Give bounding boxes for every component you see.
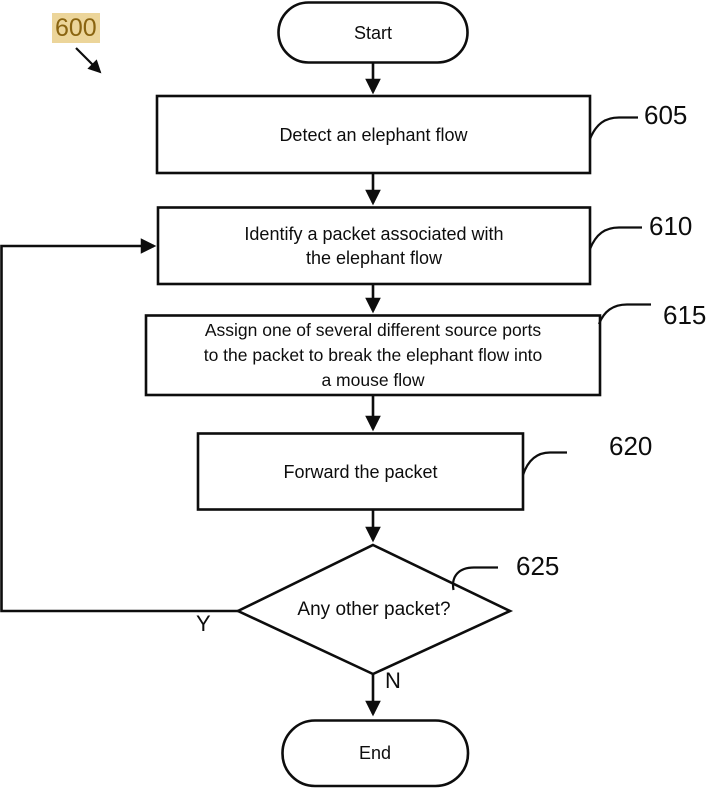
decision-node-label: Any other packet?	[297, 598, 451, 620]
figure-ref-label: 600	[52, 13, 100, 43]
end-terminator-shape	[281, 719, 470, 788]
yes-branch-label: Y	[196, 611, 211, 636]
ref-leader-625	[451, 566, 498, 591]
start-node-label: Start	[353, 22, 392, 43]
ref-leader-620	[521, 451, 567, 476]
ref-label-610: 610	[649, 211, 693, 241]
ref-label-605: 605	[644, 100, 688, 130]
ref-leader-610	[588, 226, 642, 250]
ref-leader-615	[597, 303, 651, 325]
ref-label-615: 615	[663, 300, 707, 330]
no-branch-label: N	[385, 668, 401, 693]
edge-yes-loop-to-610	[0, 238, 238, 613]
ref-label-620: 620	[609, 431, 653, 461]
ref-leader-605	[588, 116, 638, 140]
process-box-610	[156, 206, 592, 286]
process-box-620	[196, 432, 525, 511]
identify-node-label: Identify a packet associated with the el…	[244, 223, 504, 268]
assign-node-label: Assign one of several different source p…	[203, 319, 543, 390]
end-node-label: End	[358, 743, 392, 763]
process-box-605	[155, 94, 592, 175]
decision-diamond-625	[234, 543, 514, 676]
ref-label-625: 625	[516, 551, 560, 581]
figure-ref-arrow	[75, 47, 102, 74]
start-terminator-shape	[277, 1, 469, 64]
detect-node-label: Detect an elephant flow	[279, 124, 468, 145]
forward-node-label: Forward the packet	[283, 461, 438, 482]
process-box-615	[144, 314, 602, 397]
